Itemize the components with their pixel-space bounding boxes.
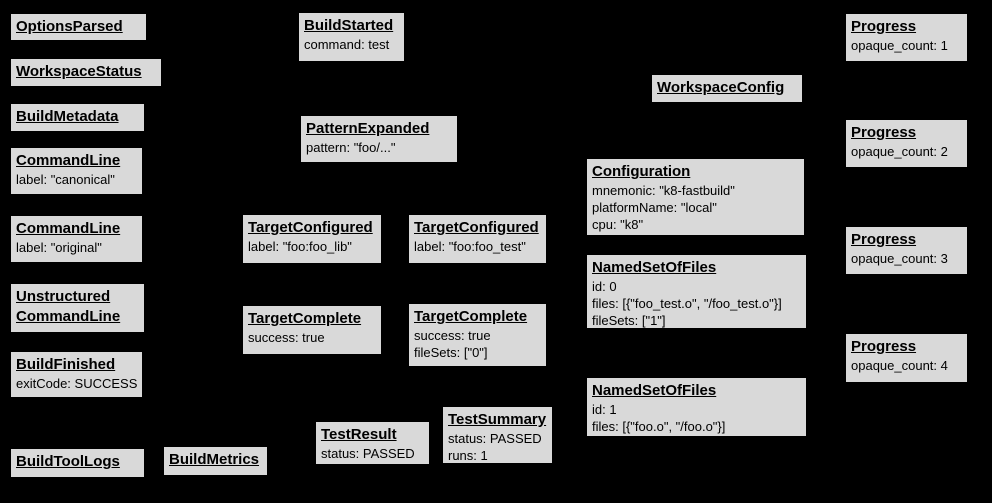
node-progress-3: Progress opaque_count: 3 — [845, 226, 968, 275]
node-progress-4: Progress opaque_count: 4 — [845, 333, 968, 383]
node-build-tool-logs: BuildToolLogs — [10, 448, 145, 478]
node-detail: success: true — [414, 328, 491, 343]
node-title: OptionsParsed — [16, 18, 123, 35]
node-detail: runs: 1 — [448, 448, 488, 463]
node-title: BuildMetrics — [169, 451, 260, 468]
node-title: Progress — [851, 338, 917, 355]
node-detail: fileSets: ["1"] — [592, 313, 666, 328]
node-named-set-of-files-1: NamedSetOfFiles id: 1 files: [{"foo.o", … — [586, 377, 807, 437]
node-title: CommandLine — [16, 220, 121, 237]
node-command-line-original: CommandLine label: "original" — [10, 215, 143, 263]
node-title: TargetComplete — [414, 308, 528, 325]
node-detail: fileSets: ["0"] — [414, 345, 488, 360]
node-title: TestResult — [321, 426, 397, 443]
node-command-line-canonical: CommandLine label: "canonical" — [10, 147, 143, 195]
node-detail: label: "original" — [16, 240, 102, 255]
node-title: TestSummary — [448, 411, 547, 428]
node-detail: opaque_count: 4 — [851, 358, 948, 373]
node-target-configured-foo-lib: TargetConfigured label: "foo:foo_lib" — [242, 214, 382, 264]
node-detail: cpu: "k8" — [592, 217, 644, 232]
node-test-summary: TestSummary status: PASSED runs: 1 — [442, 406, 553, 464]
node-title: NamedSetOfFiles — [592, 259, 717, 276]
node-workspace-status: WorkspaceStatus — [10, 58, 162, 87]
node-detail: status: PASSED — [321, 446, 415, 461]
node-detail: exitCode: SUCCESS — [16, 376, 138, 391]
node-detail: id: 0 — [592, 279, 617, 294]
node-progress-2: Progress opaque_count: 2 — [845, 119, 968, 168]
node-build-started: BuildStarted command: test — [298, 12, 405, 62]
node-target-complete-foo-test: TargetComplete success: true fileSets: [… — [408, 303, 547, 367]
node-title: TargetComplete — [248, 310, 362, 327]
node-title: Progress — [851, 231, 917, 248]
node-title: CommandLine — [16, 152, 121, 169]
node-title: PatternExpanded — [306, 120, 430, 137]
node-detail: pattern: "foo/..." — [306, 140, 396, 155]
node-target-configured-foo-test: TargetConfigured label: "foo:foo_test" — [408, 214, 547, 264]
node-title: Progress — [851, 18, 917, 35]
node-detail: files: [{"foo_test.o", "/foo_test.o"}] — [592, 296, 782, 311]
node-title: NamedSetOfFiles — [592, 382, 717, 399]
node-detail: success: true — [248, 330, 325, 345]
node-test-result: TestResult status: PASSED — [315, 421, 430, 465]
node-detail: opaque_count: 2 — [851, 144, 948, 159]
node-pattern-expanded: PatternExpanded pattern: "foo/..." — [300, 115, 458, 163]
node-title: Progress — [851, 124, 917, 141]
node-title: BuildStarted — [304, 17, 394, 34]
node-title: Configuration — [592, 163, 691, 180]
node-title: TargetConfigured — [414, 219, 539, 236]
node-detail: command: test — [304, 37, 390, 52]
node-target-complete-foo-lib: TargetComplete success: true — [242, 305, 382, 355]
node-build-finished: BuildFinished exitCode: SUCCESS — [10, 351, 143, 398]
node-progress-1: Progress opaque_count: 1 — [845, 13, 968, 62]
node-detail: label: "foo:foo_test" — [414, 239, 526, 254]
node-detail: opaque_count: 1 — [851, 38, 948, 53]
node-unstructured-command-line: Unstructured CommandLine — [10, 283, 145, 333]
node-title: BuildToolLogs — [16, 453, 120, 470]
node-title: BuildMetadata — [16, 108, 119, 125]
node-detail: opaque_count: 3 — [851, 251, 948, 266]
node-detail: mnemonic: "k8-fastbuild" — [592, 183, 735, 198]
node-title: BuildFinished — [16, 356, 116, 373]
node-detail: platformName: "local" — [592, 200, 717, 215]
node-title: WorkspaceStatus — [16, 63, 142, 80]
node-options-parsed: OptionsParsed — [10, 13, 147, 41]
node-workspace-config: WorkspaceConfig — [651, 74, 803, 103]
node-build-metadata: BuildMetadata — [10, 103, 145, 132]
node-detail: label: "canonical" — [16, 172, 115, 187]
node-detail: status: PASSED — [448, 431, 542, 446]
node-build-metrics: BuildMetrics — [163, 446, 268, 476]
node-detail: label: "foo:foo_lib" — [248, 239, 352, 254]
node-title: Unstructured CommandLine — [16, 288, 121, 325]
node-detail: id: 1 — [592, 402, 617, 417]
node-named-set-of-files-0: NamedSetOfFiles id: 0 files: [{"foo_test… — [586, 254, 807, 329]
node-title: TargetConfigured — [248, 219, 373, 236]
node-configuration: Configuration mnemonic: "k8-fastbuild" p… — [586, 158, 805, 236]
node-title: WorkspaceConfig — [657, 79, 785, 96]
node-detail: files: [{"foo.o", "/foo.o"}] — [592, 419, 726, 434]
